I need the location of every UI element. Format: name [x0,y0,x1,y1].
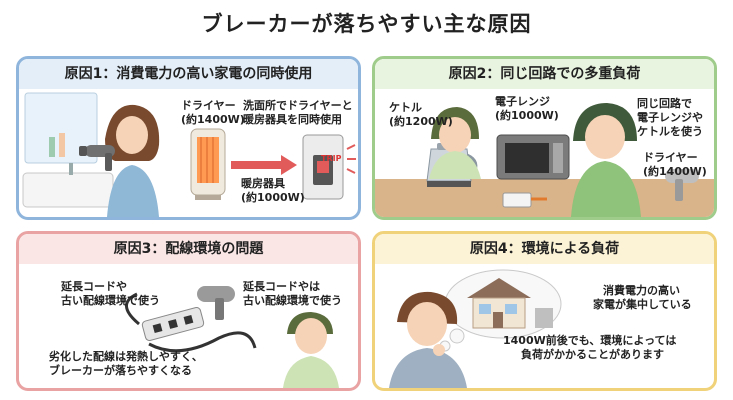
note-line-1: 洗面所でドライヤーと [243,99,353,112]
bubble-line-1: 消費電力の高い [603,284,680,297]
microwave-watt-label: (約1000W) [495,109,559,122]
power-outlet-icon [502,192,532,208]
man-icon [283,312,339,388]
note-line-2: 暖房器具を同時使用 [243,113,342,126]
boy-icon [429,107,481,179]
dryer-watt-label: (約1400W) [643,165,707,178]
wiring-scene-illustration [125,286,339,388]
bottom-note-line-1: 1400W前後でも、環境によっては [503,334,677,347]
house-icon [467,278,553,329]
dryer-label: ドライヤー [181,99,236,112]
power-strip-icon [141,306,205,342]
microwave-label: 電子レンジ [495,95,550,108]
heater-icon [190,128,226,200]
page-title: ブレーカーが落ちやすい主な原因 [201,12,532,36]
environment-scene-illustration [389,269,562,388]
right-note-line-1: 延長コードやは [243,280,320,293]
bottom-note-line-2: 負荷がかかることがあります [521,348,664,361]
bottom-note-line-1: 劣化した配線は発熱しやすく、 [49,350,203,363]
hair-dryer-icon [79,145,115,171]
kettle-label: ケトル [389,101,422,114]
man-icon [571,103,641,217]
right-note-line-2: 古い配線環境で使う [243,294,342,307]
cause-2-panel: 原因2：同じ回路での多重負荷 [372,56,717,220]
bottom-note-line-2: ブレーカーが落ちやすくなる [49,364,192,377]
dryer-watt-label: (約1400W) [181,113,245,126]
left-note-line-1: 延長コードや [61,280,127,293]
sink-icon [22,172,114,208]
dryer-label: ドライヤー [643,151,698,164]
microwave-icon [496,134,570,180]
heater-label: 暖房器具 [241,177,285,190]
note-line-3: ケトルを使う [637,125,703,138]
breaker-icon [302,134,356,200]
hair-dryer-icon [197,286,235,320]
cause-3-panel: 原因3：配線環境の問題 延長コードや 古い配線環境で使う 延長コードやは 古い配… [16,231,361,391]
cause-1-heading: 原因1：消費電力の高い家電の同時使用 [19,59,358,89]
woman-icon [105,104,160,217]
note-line-1: 同じ回路で [637,97,692,110]
cause-3-heading: 原因3：配線環境の問題 [19,234,358,264]
hair-dryer-icon [665,169,699,201]
left-note-line-2: 古い配線環境で使う [61,294,160,307]
breaker-trip-tag: TRIP [321,154,342,163]
cause-1-panel: 原因1：消費電力の高い家電の同時使用 [16,56,361,220]
mirror-icon [24,92,98,164]
cause-4-heading: 原因4：環境による負荷 [375,234,714,264]
thinking-man-icon [389,291,467,388]
heater-watt-label: (約1000W) [241,191,305,204]
cable-icon [148,331,257,353]
cause-2-heading: 原因2：同じ回路での多重負荷 [375,59,714,89]
bathroom-scene-illustration [22,92,356,217]
kettle-watt-label: (約1200W) [389,115,453,128]
bubble-line-2: 家電が集中している [593,298,692,311]
cause-4-panel: 原因4：環境による負荷 消費電力の高い 家電が集中している 1400W前後でも、… [372,231,717,391]
note-line-2: 電子レンジや [637,111,703,124]
kitchen-scene-illustration [375,103,714,217]
